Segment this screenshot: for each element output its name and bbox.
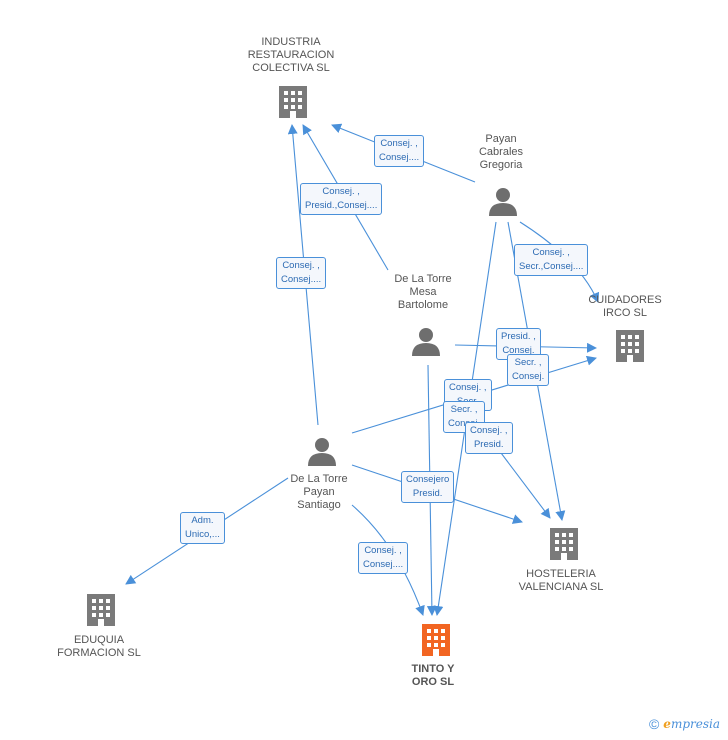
person-icon[interactable]: [489, 188, 517, 216]
person-label-de-la-torre-santiago[interactable]: De La Torre Payan Santiago: [290, 473, 348, 511]
copyright-symbol: ©: [648, 716, 660, 732]
relation-badge[interactable]: Consej. , Presid.: [465, 422, 513, 454]
relation-badge[interactable]: Consej. , Secr.,Consej....: [514, 244, 589, 276]
relation-badge[interactable]: Secr. , Consej.: [443, 401, 486, 433]
company-label-industria[interactable]: INDUSTRIA RESTAURACION COLECTIVA SL: [247, 36, 335, 74]
relation-badge[interactable]: Consejero Presid.: [401, 471, 455, 503]
company-label-tinto-main[interactable]: TINTO Y ORO SL: [411, 663, 455, 688]
person-label-payan-gregoria[interactable]: Payan Cabrales Gregoria: [478, 133, 524, 171]
building-icon[interactable]: [87, 594, 115, 626]
person-label-de-la-torre-bartolome[interactable]: De La Torre Mesa Bartolome: [394, 273, 452, 311]
relation-badge[interactable]: Secr. , Consej.: [507, 354, 550, 386]
company-label-eduquia[interactable]: EDUQUIA FORMACION SL: [57, 634, 141, 659]
relation-badge[interactable]: Consej. , Presid.,Consej....: [300, 183, 383, 215]
person-icon[interactable]: [412, 328, 440, 356]
relation-badge[interactable]: Adm. Unico,...: [180, 512, 225, 544]
relation-badge[interactable]: Consej. , Consej....: [276, 257, 327, 289]
company-label-cuidadores[interactable]: CUIDADORES IRCO SL: [588, 294, 662, 319]
brand-logo-text: mpresia: [670, 717, 720, 731]
building-icon-main[interactable]: [422, 624, 450, 656]
footer-credit: © empresia: [649, 716, 720, 732]
relation-badge[interactable]: Consej. , Consej....: [358, 542, 409, 574]
brand-logo-e: e: [663, 717, 671, 731]
building-icon[interactable]: [279, 86, 307, 118]
building-icon[interactable]: [550, 528, 578, 560]
person-icon[interactable]: [308, 438, 336, 466]
building-icon[interactable]: [616, 330, 644, 362]
company-label-hosteleria[interactable]: HOSTELERIA VALENCIANA SL: [518, 568, 604, 593]
brand-logo[interactable]: empresia: [663, 717, 720, 731]
relation-badge[interactable]: Consej. , Consej....: [374, 135, 425, 167]
